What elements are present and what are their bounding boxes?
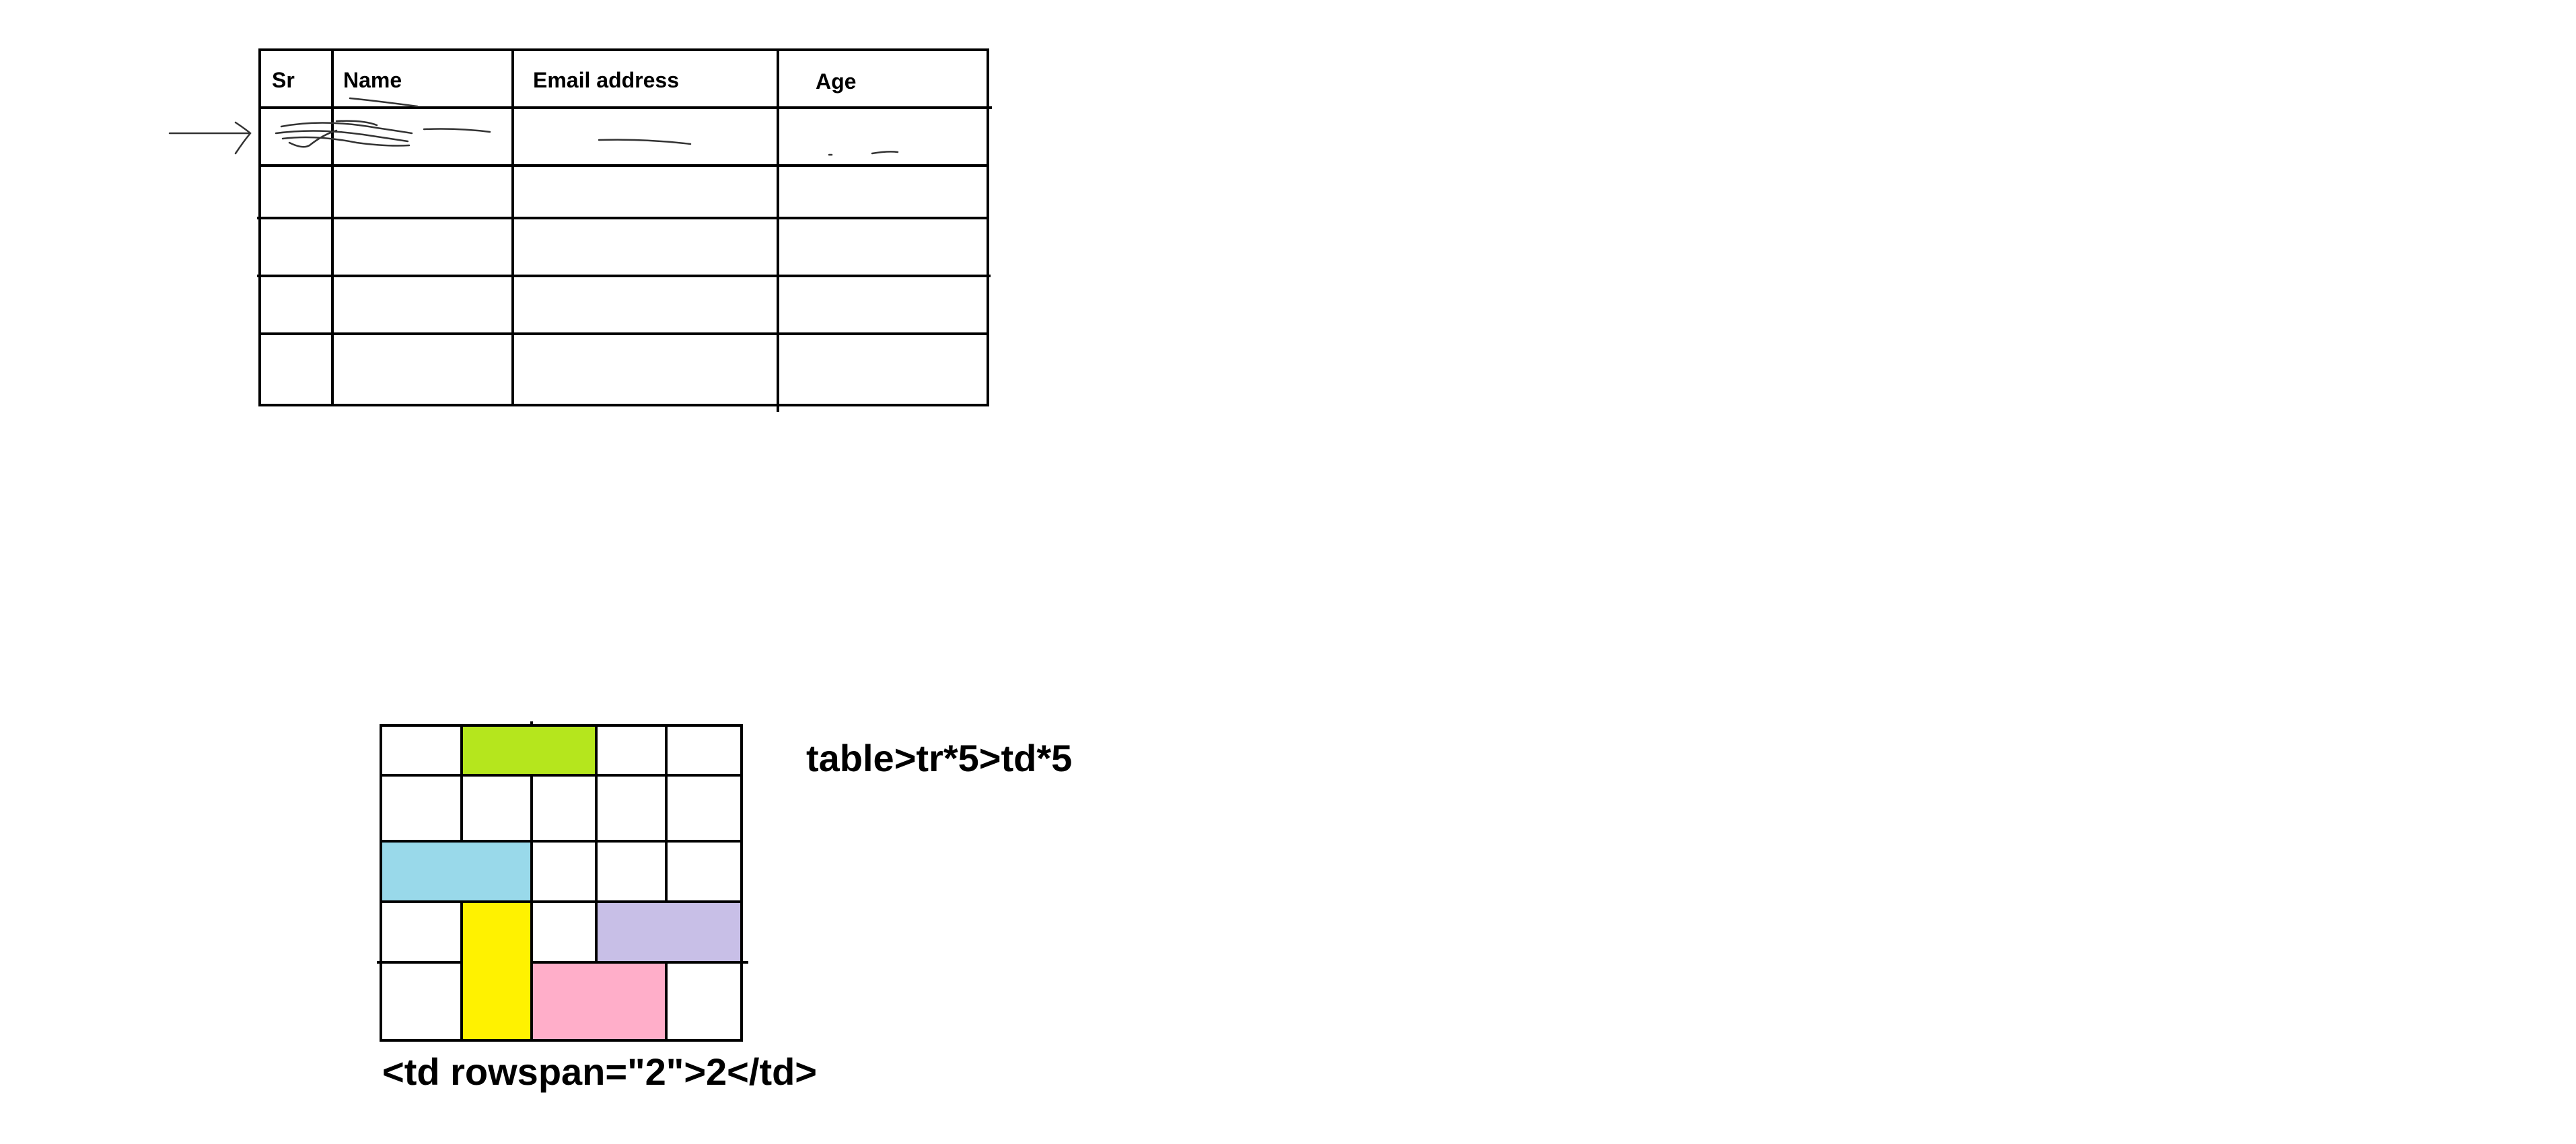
colspan-cell-lavender <box>596 903 740 964</box>
rowspan-cell-yellow <box>462 903 532 1039</box>
arrow-icon <box>168 121 252 155</box>
table-sketch: Sr Name Email address Age <box>168 48 992 412</box>
diagram-outer-border <box>380 724 743 1042</box>
scribble-age-cell <box>828 151 899 156</box>
span-diagram: table>tr*5>td*5 <td rowspan="2">2</td> <box>377 721 1072 1093</box>
scribble-email-cell <box>598 139 692 145</box>
header-name: Name <box>343 68 402 92</box>
colspan-cell-pink <box>532 964 665 1039</box>
scribble-name-cell <box>275 97 491 148</box>
rowspan-code-label: <td rowspan="2">2</td> <box>382 1050 817 1093</box>
colspan-cell-green <box>462 727 596 774</box>
header-age: Age <box>816 69 856 94</box>
colspan-cell-blue <box>382 843 532 900</box>
table-outer-border <box>258 48 989 406</box>
header-email-address: Email address <box>533 68 679 92</box>
emmet-label: table>tr*5>td*5 <box>806 737 1072 779</box>
header-sr: Sr <box>272 68 295 92</box>
